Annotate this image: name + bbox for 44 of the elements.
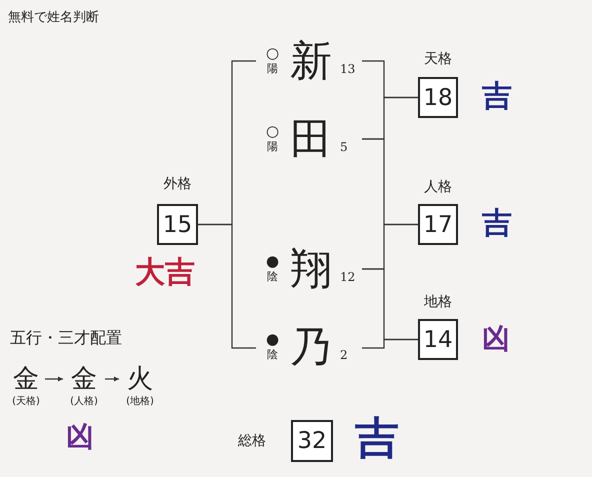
- name-character: 新: [290, 38, 332, 84]
- category-label: 天格: [423, 50, 453, 68]
- fortune-label: 吉: [355, 414, 399, 464]
- yin-yang-mark: ○: [266, 46, 280, 61]
- element-character: 金: [70, 364, 98, 394]
- element-category: (天格): [11, 395, 41, 408]
- fortune-label: 吉: [482, 78, 512, 116]
- yin-yang-label: 陽: [267, 141, 278, 153]
- category-label: 総格: [238, 432, 266, 450]
- number-box: 17: [418, 204, 458, 245]
- category-label: 外格: [162, 175, 192, 193]
- number-box: 15: [157, 204, 198, 245]
- fortune-label: 吉: [482, 205, 512, 243]
- name-character: 田: [290, 116, 332, 162]
- yin-yang-mark: ●: [266, 332, 280, 347]
- yin-yang-mark: ●: [266, 254, 280, 269]
- number-box: 14: [418, 319, 458, 360]
- yin-yang-mark: ○: [266, 124, 280, 139]
- site-title: 無料で姓名判断: [8, 10, 99, 26]
- category-label: 人格: [423, 178, 453, 196]
- element-category: (地格): [125, 395, 155, 408]
- stroke-count: 12: [340, 270, 356, 284]
- number-box: 18: [418, 77, 458, 118]
- name-character: 翔: [290, 246, 332, 292]
- fortune-label: 大吉: [135, 254, 195, 292]
- stroke-count: 13: [340, 62, 356, 76]
- element-character: 火: [126, 364, 154, 394]
- yin-yang-label: 陽: [267, 63, 278, 75]
- yin-yang-label: 陰: [267, 349, 278, 361]
- bracket-line: [362, 338, 418, 349]
- category-label: 地格: [423, 293, 453, 311]
- fortune-label: 凶: [66, 420, 94, 454]
- number-box: 32: [291, 420, 333, 462]
- stroke-count: 5: [340, 140, 348, 154]
- arrow: [45, 376, 63, 382]
- arrow: [105, 376, 119, 382]
- name-character: 乃: [290, 324, 332, 370]
- yin-yang-label: 陰: [267, 271, 278, 283]
- element-category: (人格): [69, 395, 99, 408]
- fortune-label: 凶: [482, 321, 510, 357]
- bracket-line: [198, 224, 256, 349]
- section-heading: 五行・三才配置: [10, 328, 122, 348]
- stroke-count: 2: [340, 348, 348, 362]
- element-character: 金: [12, 364, 40, 394]
